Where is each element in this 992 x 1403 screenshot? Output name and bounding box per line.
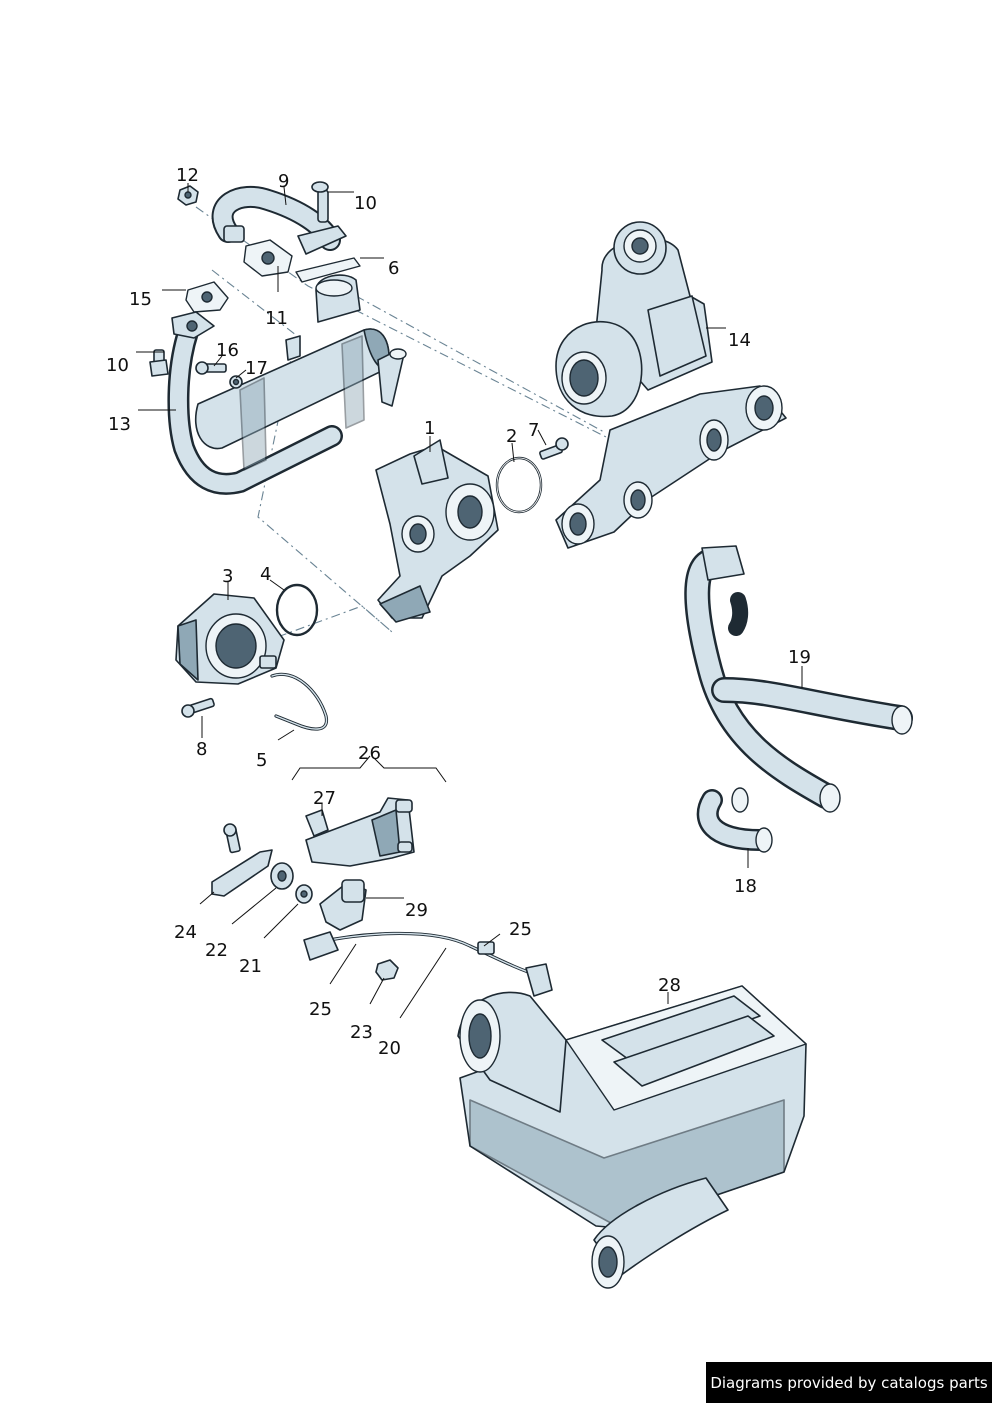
flange-gasket-part[interactable] <box>295 257 361 283</box>
nut-part[interactable] <box>177 185 199 206</box>
callout-25-left: 25 <box>309 999 332 1020</box>
callout-22: 22 <box>205 940 228 961</box>
gasket-part[interactable] <box>243 239 293 277</box>
o-ring-part[interactable] <box>495 456 543 514</box>
flange-housing-part[interactable] <box>175 593 285 685</box>
callout-5: 5 <box>256 750 267 771</box>
bolt-part-top[interactable] <box>311 181 329 223</box>
nut-part-23[interactable] <box>375 959 399 981</box>
callout-19: 19 <box>788 647 811 668</box>
bracket-part-24[interactable] <box>211 823 273 897</box>
hose-elbow-part[interactable] <box>696 787 773 853</box>
gasket-15-part[interactable] <box>185 281 229 313</box>
turbocharger-part[interactable] <box>555 221 787 549</box>
egr-cooler-part[interactable] <box>167 274 407 495</box>
callout-18: 18 <box>734 876 757 897</box>
callout-11: 11 <box>265 308 288 329</box>
egr-pipe-part[interactable] <box>211 185 347 255</box>
callout-13: 13 <box>108 414 131 435</box>
bolt-part-16[interactable] <box>195 361 227 375</box>
grommet-part-22[interactable] <box>270 862 294 890</box>
washer-part-17[interactable] <box>229 375 243 389</box>
callout-8: 8 <box>196 739 207 760</box>
bracket-assembly-part[interactable] <box>291 755 447 867</box>
callout-21: 21 <box>239 956 262 977</box>
bolt-part-8[interactable] <box>181 697 215 718</box>
footer-credit-badge: Diagrams provided by catalogs parts <box>706 1362 992 1403</box>
callout-25-right: 25 <box>509 919 532 940</box>
callout-labels: 1 2 3 4 5 6 7 8 9 10 10 11 12 13 14 15 1… <box>106 165 811 1059</box>
callout-9: 9 <box>278 171 289 192</box>
callout-23: 23 <box>350 1022 373 1043</box>
callout-1: 1 <box>424 418 435 439</box>
sensor-part[interactable] <box>319 879 367 931</box>
callout-10-left: 10 <box>106 355 129 376</box>
callout-16: 16 <box>216 340 239 361</box>
callout-28: 28 <box>658 975 681 996</box>
callout-3: 3 <box>222 566 233 587</box>
washer-part-21[interactable] <box>295 884 313 904</box>
o-ring-part-4[interactable] <box>275 583 319 637</box>
vacuum-line-part[interactable] <box>303 931 553 997</box>
callout-12: 12 <box>176 165 199 186</box>
callout-6: 6 <box>388 258 399 279</box>
bolt-part-left[interactable] <box>149 349 169 377</box>
retaining-clip-part[interactable] <box>270 672 329 731</box>
callout-15: 15 <box>129 289 152 310</box>
clip-part-27[interactable] <box>305 809 329 837</box>
callout-20: 20 <box>378 1038 401 1059</box>
footer-credit-text: Diagrams provided by catalogs parts <box>710 1373 988 1392</box>
callout-4: 4 <box>260 564 271 585</box>
callout-17: 17 <box>245 358 268 379</box>
air-filter-housing-part[interactable] <box>457 985 807 1289</box>
callout-14: 14 <box>728 330 751 351</box>
coolant-hose-part[interactable] <box>684 545 913 813</box>
bolt-part-7[interactable] <box>539 437 569 460</box>
callout-2: 2 <box>506 426 517 447</box>
callout-10-top: 10 <box>354 193 377 214</box>
callout-24: 24 <box>174 922 197 943</box>
callout-7: 7 <box>528 420 539 441</box>
callout-26: 26 <box>358 743 381 764</box>
leader-lines <box>136 183 803 1019</box>
callout-27: 27 <box>313 788 336 809</box>
egr-valve-part[interactable] <box>375 439 499 623</box>
callout-29: 29 <box>405 900 428 921</box>
